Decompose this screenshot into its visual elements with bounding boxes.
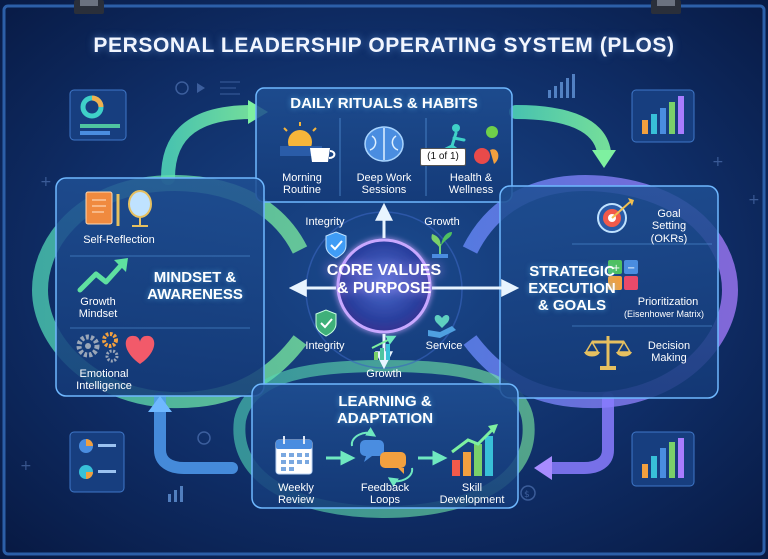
core-label: CORE VALUES & PURPOSE [326, 262, 442, 297]
growth-bars-icon [371, 335, 397, 360]
arrowhead-top-right [592, 150, 616, 168]
svg-text:+: + [748, 192, 760, 208]
target-icon [597, 198, 634, 233]
strategic-item-decision-making: Decision Making [647, 340, 691, 365]
trend-arrow-icon [77, 258, 128, 293]
mindset-item-self-reflection: Self-Reflection [83, 234, 155, 246]
shield-check-icon [325, 231, 347, 259]
panel-mindset [55, 177, 265, 397]
loop-arrow-bottom-right [542, 392, 614, 474]
arrowhead-bottom-left [148, 396, 172, 412]
mindset-item-emotional-intelligence: Emotional Intelligence [76, 368, 132, 393]
svg-text:+: + [20, 458, 32, 474]
panel-learning [251, 383, 519, 509]
svg-text:$: $ [524, 490, 530, 500]
bar-growth-icon [451, 424, 498, 476]
bar-chart-icon [548, 74, 575, 98]
loop-arrow-top-right [509, 105, 611, 159]
shield-check-icon [315, 309, 337, 337]
arrowhead-bottom-right [534, 456, 552, 480]
decor-card-bars [631, 89, 695, 143]
core-value-service: Service [425, 340, 463, 352]
learning-title: LEARNING & ADAPTATION [336, 393, 434, 427]
mindset-item-growth-mindset: Growth Mindset [78, 296, 118, 321]
gears-heart-icon [76, 332, 155, 364]
daily-item-health-wellness: Health & Wellness [448, 172, 494, 197]
scales-icon [584, 336, 632, 370]
heart-hand-icon [428, 315, 456, 338]
svg-text:+: + [40, 174, 52, 190]
svg-text:+: + [612, 263, 620, 274]
loop-arrow-bottom-left [154, 392, 238, 474]
svg-text:+: + [712, 154, 724, 170]
bar-chart-icon [168, 486, 183, 502]
panel-strategic [499, 185, 719, 399]
strategic-item-prioritization-sub: (Eisenhower Matrix) [623, 309, 705, 319]
dollar-icon [520, 485, 536, 501]
strategic-title: STRATEGIC EXECUTION & GOALS [528, 263, 616, 314]
daily-item-morning-routine: Morning Routine [282, 172, 322, 197]
strategic-item-goal-setting: Goal Setting (OKRs) [650, 208, 688, 245]
sunrise-coffee-icon [280, 122, 336, 162]
play-icon [197, 83, 205, 93]
board-frame [2, 4, 766, 556]
binder-clip-right-icon [651, 0, 681, 14]
daily-title: DAILY RITUALS & HABITS [290, 95, 478, 112]
core-value-integrity-bottom: Integrity [305, 340, 345, 352]
background-decor: + + + + $ [20, 81, 760, 501]
core-value-integrity-top: Integrity [305, 216, 345, 228]
decor-card-pie [69, 431, 125, 493]
strategic-item-prioritization: Prioritization [637, 296, 699, 308]
page-badge: (1 of 1) [420, 148, 466, 166]
loop-arrow-top-left [161, 105, 259, 185]
learning-item-weekly-review: Weekly Review [277, 482, 315, 507]
learning-item-feedback-loops: Feedback Loops [360, 482, 410, 507]
core-circle [336, 238, 432, 334]
daily-item-deep-work: Deep Work Sessions [356, 172, 412, 197]
journal-mirror-icon [85, 190, 152, 227]
core-value-growth-bottom: Growth [366, 368, 402, 380]
brain-icon [364, 126, 404, 162]
matrix-icon: + − [608, 260, 638, 290]
decor-card-donut [69, 89, 127, 141]
learning-item-skill-development: Skill Development [439, 482, 505, 507]
plant-sprout-icon [431, 232, 452, 258]
calendar-icon [275, 436, 313, 475]
runner-fruit-icon [442, 124, 499, 164]
binder-clip-left-icon [74, 0, 104, 14]
svg-text:−: − [627, 263, 635, 274]
chat-bubbles-icon [350, 427, 414, 487]
circle-icon [175, 81, 189, 95]
gear-icon [197, 431, 211, 445]
core-value-growth-top: Growth [424, 216, 460, 228]
page-title: PERSONAL LEADERSHIP OPERATING SYSTEM (PL… [93, 34, 675, 57]
decor-card-bars-right [631, 431, 695, 487]
mindset-title: MINDSET & AWARENESS [147, 269, 243, 303]
